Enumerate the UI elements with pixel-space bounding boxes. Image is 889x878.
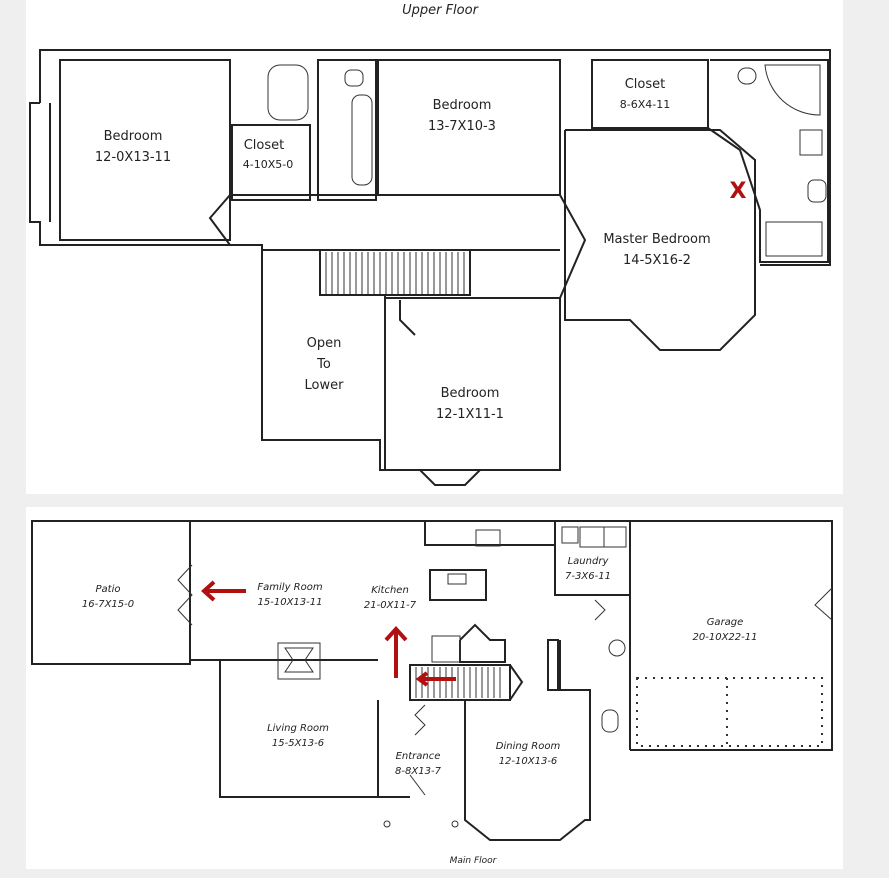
room-size-bedroom-2: 13-7X10-3 bbox=[428, 119, 496, 134]
room-label-entrance: Entrance bbox=[396, 751, 441, 762]
room-label-open-line2: To bbox=[316, 357, 331, 372]
room-label-garage: Garage bbox=[707, 617, 744, 628]
room-label-patio: Patio bbox=[96, 584, 121, 595]
red-x-marker: X bbox=[730, 179, 747, 204]
room-size-dining-room: 12-10X13-6 bbox=[499, 756, 558, 767]
room-label-open-line3: Lower bbox=[305, 378, 345, 393]
room-size-family-room: 15-10X13-11 bbox=[258, 597, 323, 608]
room-size-kitchen: 21-0X11-7 bbox=[364, 600, 417, 611]
room-label-bedroom-1: Bedroom bbox=[104, 129, 163, 144]
room-label-open-line1: Open bbox=[307, 336, 342, 351]
room-size-entrance: 8-8X13-7 bbox=[395, 766, 442, 777]
main-floor-walls bbox=[31, 520, 833, 841]
room-size-laundry: 7-3X6-11 bbox=[565, 571, 611, 582]
room-size-bedroom-3: 12-1X11-1 bbox=[436, 407, 504, 422]
room-size-master-bedroom: 14-5X16-2 bbox=[623, 253, 691, 268]
upper-floor-panel bbox=[26, 0, 843, 494]
upper-floor-labels: Bedroom 12-0X13-11 Closet 4-10X5-0 Bedro… bbox=[95, 77, 747, 422]
room-label-kitchen: Kitchen bbox=[371, 585, 409, 596]
upper-stairs bbox=[319, 249, 471, 296]
main-stairs bbox=[409, 664, 524, 701]
room-size-patio: 16-7X15-0 bbox=[82, 599, 134, 610]
red-arrows bbox=[201, 580, 456, 687]
room-label-closet-2: Closet bbox=[625, 77, 666, 92]
room-label-bedroom-2: Bedroom bbox=[433, 98, 492, 113]
room-size-living-room: 15-5X13-6 bbox=[272, 738, 324, 749]
room-label-master-bedroom: Master Bedroom bbox=[603, 232, 710, 247]
room-label-closet-1: Closet bbox=[244, 138, 285, 153]
room-size-garage: 20-10X22-11 bbox=[693, 632, 758, 643]
room-label-dining-room: Dining Room bbox=[496, 741, 561, 752]
room-size-closet-2: 8-6X4-11 bbox=[620, 98, 670, 111]
arrow-left-stairs-icon bbox=[415, 671, 456, 687]
room-label-family-room: Family Room bbox=[257, 582, 322, 593]
arrow-up-kitchen-icon bbox=[384, 626, 408, 678]
room-size-bedroom-1: 12-0X13-11 bbox=[95, 150, 171, 165]
room-label-bedroom-3: Bedroom bbox=[441, 386, 500, 401]
upper-floor-title: Upper Floor bbox=[402, 3, 479, 18]
room-label-laundry: Laundry bbox=[568, 556, 610, 567]
main-floor-title: Main Floor bbox=[450, 856, 498, 866]
room-label-living-room: Living Room bbox=[267, 723, 329, 734]
room-size-closet-1: 4-10X5-0 bbox=[243, 158, 293, 171]
arrow-left-to-patio-icon bbox=[201, 580, 246, 602]
main-floor-labels: Patio 16-7X15-0 Family Room 15-10X13-11 … bbox=[82, 556, 758, 866]
upper-floor-walls bbox=[29, 49, 831, 486]
